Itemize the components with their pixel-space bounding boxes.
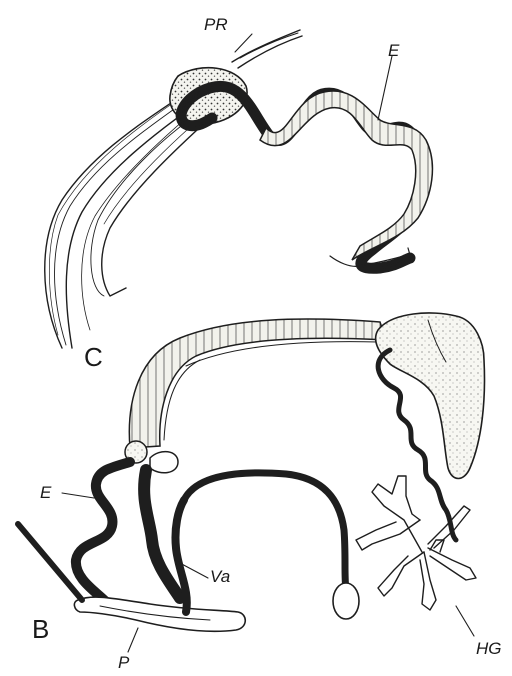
panel-c-drawing [45, 30, 433, 348]
gland-hg [356, 476, 476, 610]
label-e-top: E [388, 41, 400, 60]
label-panel-b: B [32, 614, 49, 644]
ringed-segment-c [260, 91, 432, 260]
vesicle [333, 583, 359, 619]
label-e-bottom: E [40, 483, 52, 502]
label-pr: PR [204, 15, 228, 34]
label-p: P [118, 653, 130, 671]
label-va: Va [210, 567, 230, 586]
proboscis-p [74, 597, 245, 631]
salivary-gland [376, 313, 485, 479]
label-panel-c: C [84, 342, 103, 372]
label-hg: HG [476, 639, 502, 658]
arching-gut [129, 319, 386, 448]
